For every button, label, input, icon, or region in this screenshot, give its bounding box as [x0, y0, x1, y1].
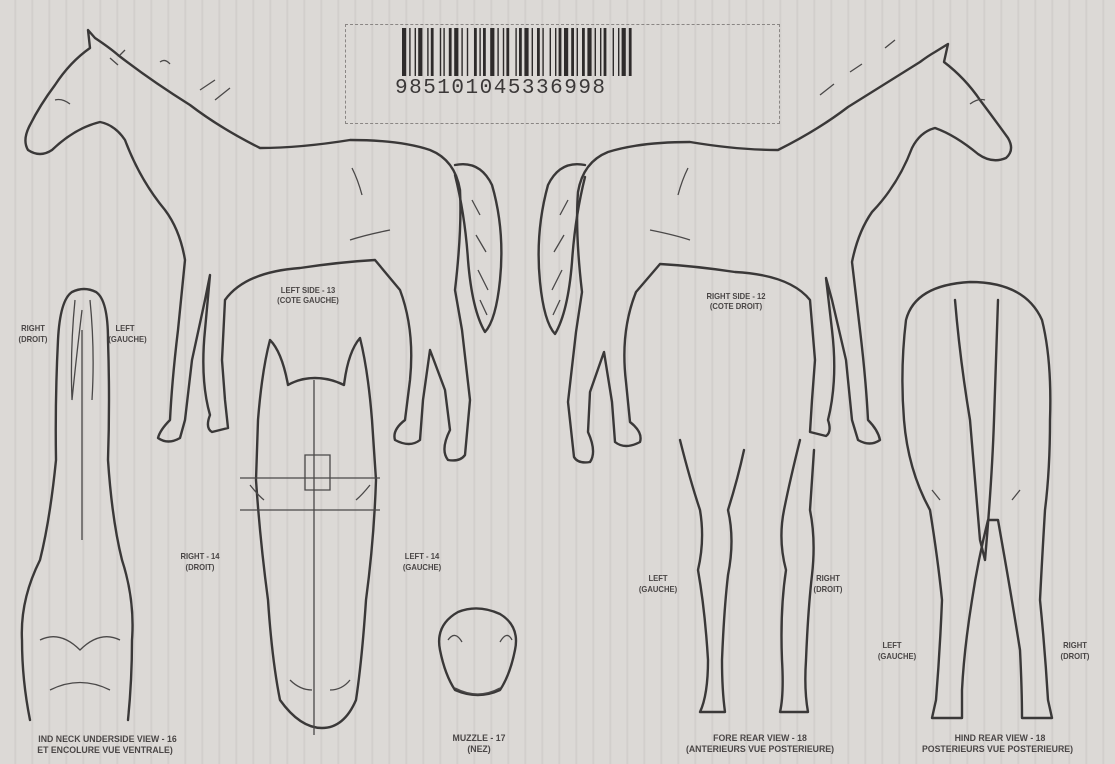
left-side-title: LEFT SIDE - 13 [263, 285, 353, 295]
hind-left-label: LEFT [865, 640, 919, 650]
barcode-number: 985101045336998 [395, 77, 607, 100]
fore-left-sub: (GAUCHE) [631, 584, 685, 594]
barcode-bar [559, 28, 562, 76]
barcode-bar [629, 28, 632, 76]
fore-caption-line1: FORE REAR VIEW - 18 [659, 733, 861, 744]
neck-left-sub: (GAUCHE) [103, 334, 153, 344]
fore-left-label: LEFT [631, 573, 685, 583]
barcode-bar [600, 28, 601, 76]
barcode-bar [577, 28, 578, 76]
hind-caption-line1: HIND REAR VIEW - 18 [894, 733, 1106, 744]
right-side-title: RIGHT SIDE - 12 [691, 291, 781, 301]
right-side-subtitle: (COTE DROIT) [691, 301, 781, 311]
neck-caption-line1: IND NECK UNDERSIDE VIEW - 16 [9, 734, 207, 745]
barcode-bar [503, 28, 504, 76]
head-right-label: RIGHT - 14 [164, 551, 236, 561]
neck-caption-line2: ET ENCOLURE VUE VENTRALE) [8, 745, 201, 756]
barcode-bar [618, 28, 619, 76]
neck-right-label: RIGHT [11, 323, 56, 333]
hind-left-sub: (GAUCHE) [866, 651, 929, 661]
barcode-bar [595, 28, 596, 76]
head-left-label: LEFT - 14 [386, 551, 458, 561]
barcode-bar [483, 28, 486, 76]
fore-right-sub: (DROIT) [801, 584, 855, 594]
barcode-bar [479, 28, 480, 76]
barcode-bar [537, 28, 540, 76]
hind-caption-line2: POSTERIEURS VUE POSTERIEURE) [889, 744, 1105, 755]
barcode-bar [555, 28, 556, 76]
barcode-bar [582, 28, 585, 76]
muzzle-caption-line1: MUZZLE - 17 [428, 733, 529, 744]
barcode-bar [415, 28, 416, 76]
fore-caption-line2: (ANTERIEURS VUE POSTERIEURE) [654, 744, 866, 755]
barcode-bar [542, 28, 543, 76]
barcode-bar [490, 28, 494, 76]
neck-right-sub: (DROIT) [11, 334, 56, 344]
neck-underside-sketch [22, 289, 133, 720]
barcode-bar [587, 28, 591, 76]
barcode-bar [532, 28, 533, 76]
barcode-bar [515, 28, 516, 76]
barcode-bar [449, 28, 452, 76]
barcode-bar [524, 28, 528, 76]
barcode-bar [418, 28, 422, 76]
barcode-bar [519, 28, 522, 76]
fore-rear-legs-sketch [680, 440, 814, 712]
barcode-bar [409, 28, 410, 76]
barcode-bar [402, 28, 406, 76]
barcode-bar [467, 28, 468, 76]
barcode-bar [454, 28, 458, 76]
barcode-bar [571, 28, 574, 76]
barcode-bar [550, 28, 551, 76]
head-front-sketch [240, 338, 380, 735]
hind-right-sub: (DROIT) [1048, 651, 1102, 661]
barcode-bars [400, 28, 690, 78]
barcode-bar [474, 28, 477, 76]
barcode-bar [443, 28, 444, 76]
barcode-bar [427, 28, 428, 76]
hind-right-label: RIGHT [1048, 640, 1102, 650]
head-right-sub: (DROIT) [164, 562, 236, 572]
barcode-bar [613, 28, 614, 76]
muzzle-caption-line2: (NEZ) [428, 744, 529, 755]
head-left-sub: (GAUCHE) [386, 562, 458, 572]
barcode-bar [461, 28, 462, 76]
fore-right-label: RIGHT [801, 573, 855, 583]
left-side-subtitle: (COTE GAUCHE) [263, 295, 353, 305]
barcode-bar [622, 28, 626, 76]
barcode-bar [431, 28, 434, 76]
barcode-bar [506, 28, 509, 76]
barcode-bar [440, 28, 441, 76]
muzzle-sketch [439, 608, 516, 695]
barcode-bar [564, 28, 568, 76]
barcode-bar [604, 28, 607, 76]
barcode-bar [497, 28, 498, 76]
neck-left-label: LEFT [103, 323, 148, 333]
